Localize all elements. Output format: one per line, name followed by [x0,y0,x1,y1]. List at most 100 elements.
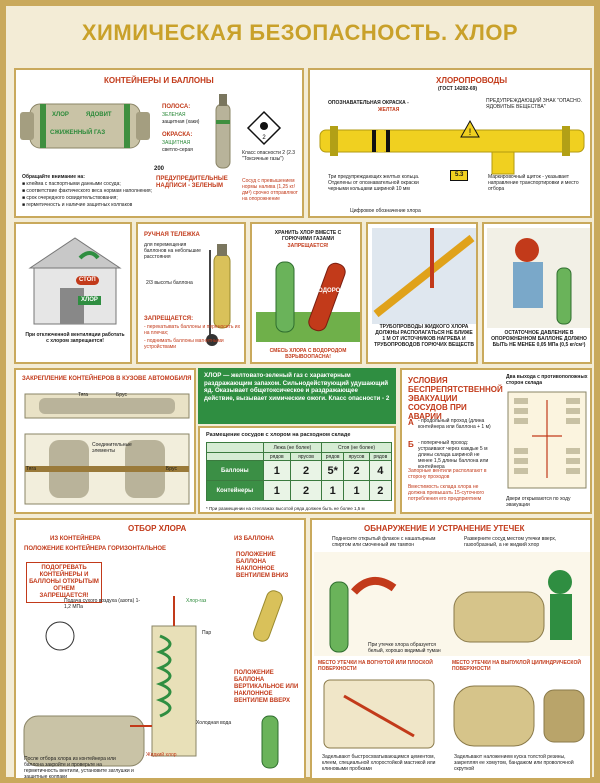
sampling-air: Подача сухого воздуха (азота) 1-1,2 МПа [64,598,141,610]
stripes-title: ПОЛОСА: [162,104,191,110]
pipes-sign: ПРЕДУПРЕЖДАЮЩИЙ ЗНАК "ОПАСНО. ЯДОВИТЫЕ В… [486,98,583,110]
attention-title: Обращайте внимание на: [22,174,85,180]
leak-fix-illustration [323,679,585,749]
cart-forbid-2: - поднимать баллоны магнитными устройств… [144,338,224,350]
cart-title: РУЧНАЯ ТЕЛЕЖКА [144,232,200,238]
placement-cell: 2 [289,480,323,501]
auto-tyaga: Тяга [78,392,88,398]
pipes-paint: ОПОЗНАВАТЕЛЬНАЯ ОКРАСКА - [328,100,409,106]
cylinder-upright-illustration [261,715,279,769]
svg-text:2: 2 [262,135,266,141]
container-label-chlor: ХЛОР [52,112,69,118]
sampling-steam: Пар [202,630,212,636]
pipes-rings: Три предупреждающих желтых кольца. Отдел… [328,174,420,192]
container-illustration [20,103,150,149]
placement-panel: Размещение сосудов с хлором на расходном… [198,426,396,514]
pipes-panel: ХЛОРОПРОВОДЫ (ГОСТ 14202-69) ОПОЗНАВАТЕЛ… [308,68,592,218]
containers-panel: КОНТЕЙНЕРЫ И БАЛЛОНЫ ХЛОР ЯДОВИТ СЖИЖЕНН… [14,68,304,218]
cylinder-illustration [215,94,231,169]
placement-cell: 5* [321,460,345,481]
placement-table: Лежа (не более) Стоя (не более) рядов яр… [206,442,393,501]
evac-store-title: Два выхода с противоположных сторон скла… [506,374,588,386]
evac-b: Б [408,440,414,449]
leak-tip-1: Поднесите открытый флакон с нашатырным с… [332,536,436,548]
sampling-cyl-up: ПОЛОЖЕНИЕ БАЛЛОНА ВЕРТИКАЛЬНОЕ ИЛИ НАКЛО… [234,670,299,704]
cart-forbid: ЗАПРЕЩАЕТСЯ: [144,316,194,322]
sampling-from-container: ИЗ КОНТЕЙНЕРА [50,536,101,542]
warning-title: ПРЕДУПРЕДИТЕЛЬНЫЕ НАДПИСИ - ЗЕЛЕНЫМ [156,176,228,189]
pressure-panel: ОСТАТОЧНОЕ ДАВЛЕНИЕ В ОПОРОЖНЕННОМ БАЛЛО… [482,222,592,364]
attention-1: ■ клейма с паспортными данными сосуда; [22,181,121,187]
ventilation-panel: СТОП ХЛОР При отключенной вентиляции раб… [14,222,132,364]
placement-cell: 1 [262,480,291,501]
storage-top: ХРАНИТЬ ХЛОР ВМЕСТЕ С ГОРЮЧИМИ ГАЗАМИ [274,230,342,242]
auto-soed: Соединительные элементы [92,442,132,454]
pipes-digital: Цифровое обозначение хлора [350,208,421,214]
leak-fix-concave: Задельвают быстросхватывающимся цементом… [322,754,436,772]
class-label: Класс опасности 2 (2.3 "Токсичные газы") [242,150,296,162]
sampling-cyl-down: ПОЛОЖЕНИЕ БАЛЛОНА НАКЛОННОЕ ВЕНТИЛЕМ ВНИ… [236,552,289,579]
hazard-triangle-icon: ! [460,120,480,138]
hazard-diamond-icon: 2 [246,110,282,146]
auto-panel: ЗАКРЕПЛЕНИЕ КОНТЕЙНЕРОВ В КУЗОВЕ АВТОМОБ… [14,368,196,514]
auto-illustration [24,393,190,505]
storage-illustration [256,261,360,342]
pressure-text: ОСТАТОЧНОЕ ДАВЛЕНИЕ В ОПОРОЖНЕННОМ БАЛЛО… [491,330,587,348]
paint-text: ЗАЩИТНАЯ [162,140,191,146]
stripes-text: ЗЕЛЕНАЯ [162,112,186,118]
attention-4: ■ герметичность и наличие защитных колпа… [22,202,133,208]
storage-caption: СМЕСЬ ХЛОРА С ВОДОРОДОМ ВЗРЫВООПАСНА! [269,348,347,360]
evac-header: УСЛОВИЯ БЕСПРЕПЯТСТВЕННОЙ ЭВАКУАЦИИ СОСУ… [408,376,503,421]
placement-row-cylinders: Баллоны [206,460,264,481]
stop-sign: СТОП [76,276,99,285]
placement-cell: 4 [368,460,393,481]
storage-panel: ХРАНИТЬ ХЛОР ВМЕСТЕ С ГОРЮЧИМИ ГАЗАМИ ЗА… [250,222,362,364]
chlor-info-text: ХЛОР — желтовато-зеленый газ с характерн… [204,372,390,402]
page-title: ХИМИЧЕСКАЯ БЕЗОПАСНОСТЬ. ХЛОР [81,20,519,45]
placement-cell: 1 [262,460,291,481]
cart-panel: РУЧНАЯ ТЕЛЕЖКА для перемещения баллонов … [136,222,246,364]
pipes-code: 5.3 [450,170,469,181]
placement-cell: 2 [289,460,323,481]
leaks-panel: ОБНАРУЖЕНИЕ И УСТРАНЕНИЕ УТЕЧЕК Поднесит… [310,518,592,780]
cart-height: 2/3 высоты баллона [146,280,193,286]
cylinder-tilted-illustration [253,590,283,642]
ventilation-caption: При отключенной вентиляции работать с хл… [25,332,125,344]
pipes-header: ХЛОРОПРОВОДЫ [436,76,508,85]
evacuation-panel: УСЛОВИЯ БЕСПРЕПЯТСТВЕННОЙ ЭВАКУАЦИИ СОСУ… [400,368,592,514]
evac-b-text: - поперечный проход: устраивают через ка… [418,440,489,470]
auto-header: ЗАКРЕПЛЕНИЕ КОНТЕЙНЕРОВ В КУЗОВЕ АВТОМОБ… [22,376,192,382]
cart-illustration [206,244,231,346]
storage-top2: ЗАПРЕЩАЕТСЯ! [287,243,329,249]
container-label-poison: ЯДОВИТ [86,112,112,118]
worker-illustration [487,228,590,328]
sampling-panel: ОТБОР ХЛОРА ИЗ КОНТЕЙНЕРА ПОЛОЖЕНИЕ КОНТ… [14,518,306,780]
leak-convex-title: МЕСТО УТЕЧКИ НА ВЫПУКЛОЙ ЦИЛИНДРИЧЕСКОЙ … [452,660,581,672]
warning-note: Сосуд с превышением нормы налива (1,25 к… [242,178,298,202]
leak-tip-2: Разверните сосуд местом утечки вверх, га… [464,536,557,548]
sampling-note: После отбора хлора из контейнера или бал… [24,756,134,780]
pipeline-illustration [372,228,476,324]
leak-detection-illustration [314,552,590,656]
hydrogen-label: ВОДОРОД [314,288,345,294]
placement-cell: 2 [343,460,370,481]
leaks-header: ОБНАРУЖЕНИЕ И УСТРАНЕНИЕ УТЕЧЕК [364,524,525,533]
evac-a-text: - продольный проход (длина контейнера ил… [418,418,491,430]
pipes-paint-color: ЖЕЛТАЯ [378,107,400,113]
evac-door: Двери открываются по ходу эвакуации [506,496,571,508]
gas-sign: ХЛОР [78,296,101,305]
sampling-gas: Хлор-газ [186,598,207,604]
chlor-info-box: ХЛОР — желтовато-зеленый газ с характерн… [198,368,396,424]
auto-tyaga2: Тяга [26,466,36,472]
paint-note: светло-серая [162,147,193,153]
placement-cell: 1 [321,480,345,501]
container-label-gas: СЖИЖЕННЫЙ ГАЗ [50,130,106,136]
pipelines-panel: ТРУБОПРОВОДЫ ЖИДКОГО ХЛОРА ДОЛЖНЫ РАСПОЛ… [366,222,478,364]
svg-text:!: ! [469,127,472,137]
placement-cell: 2 [368,480,393,501]
pipes-gost: (ГОСТ 14202-69) [438,86,478,92]
sampling-header: ОТБОР ХЛОРА [128,524,187,533]
placement-row-containers: Контейнеры [206,480,264,501]
placement-col-standing: Стоя (не более) [321,442,392,453]
